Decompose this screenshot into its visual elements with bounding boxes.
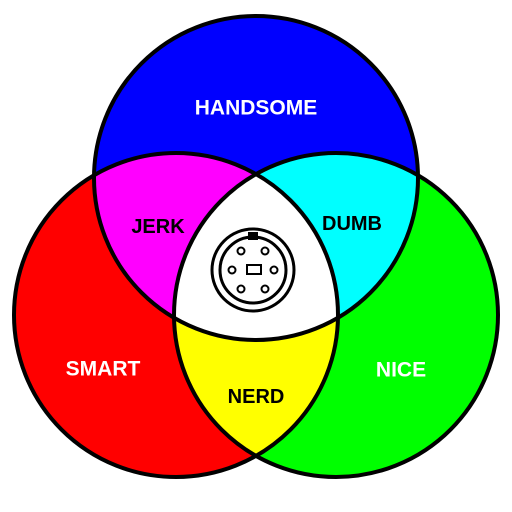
circle-outlines bbox=[12, 14, 500, 479]
label-top: HANDSOME bbox=[195, 97, 318, 120]
label-overlap-top-right: DUMB bbox=[322, 213, 382, 235]
label-right: NICE bbox=[376, 359, 426, 382]
ps2-connector-icon bbox=[210, 227, 296, 313]
label-overlap-top-left: JERK bbox=[131, 216, 185, 238]
label-overlap-left-right: NERD bbox=[228, 386, 285, 408]
label-left: SMART bbox=[66, 358, 141, 381]
